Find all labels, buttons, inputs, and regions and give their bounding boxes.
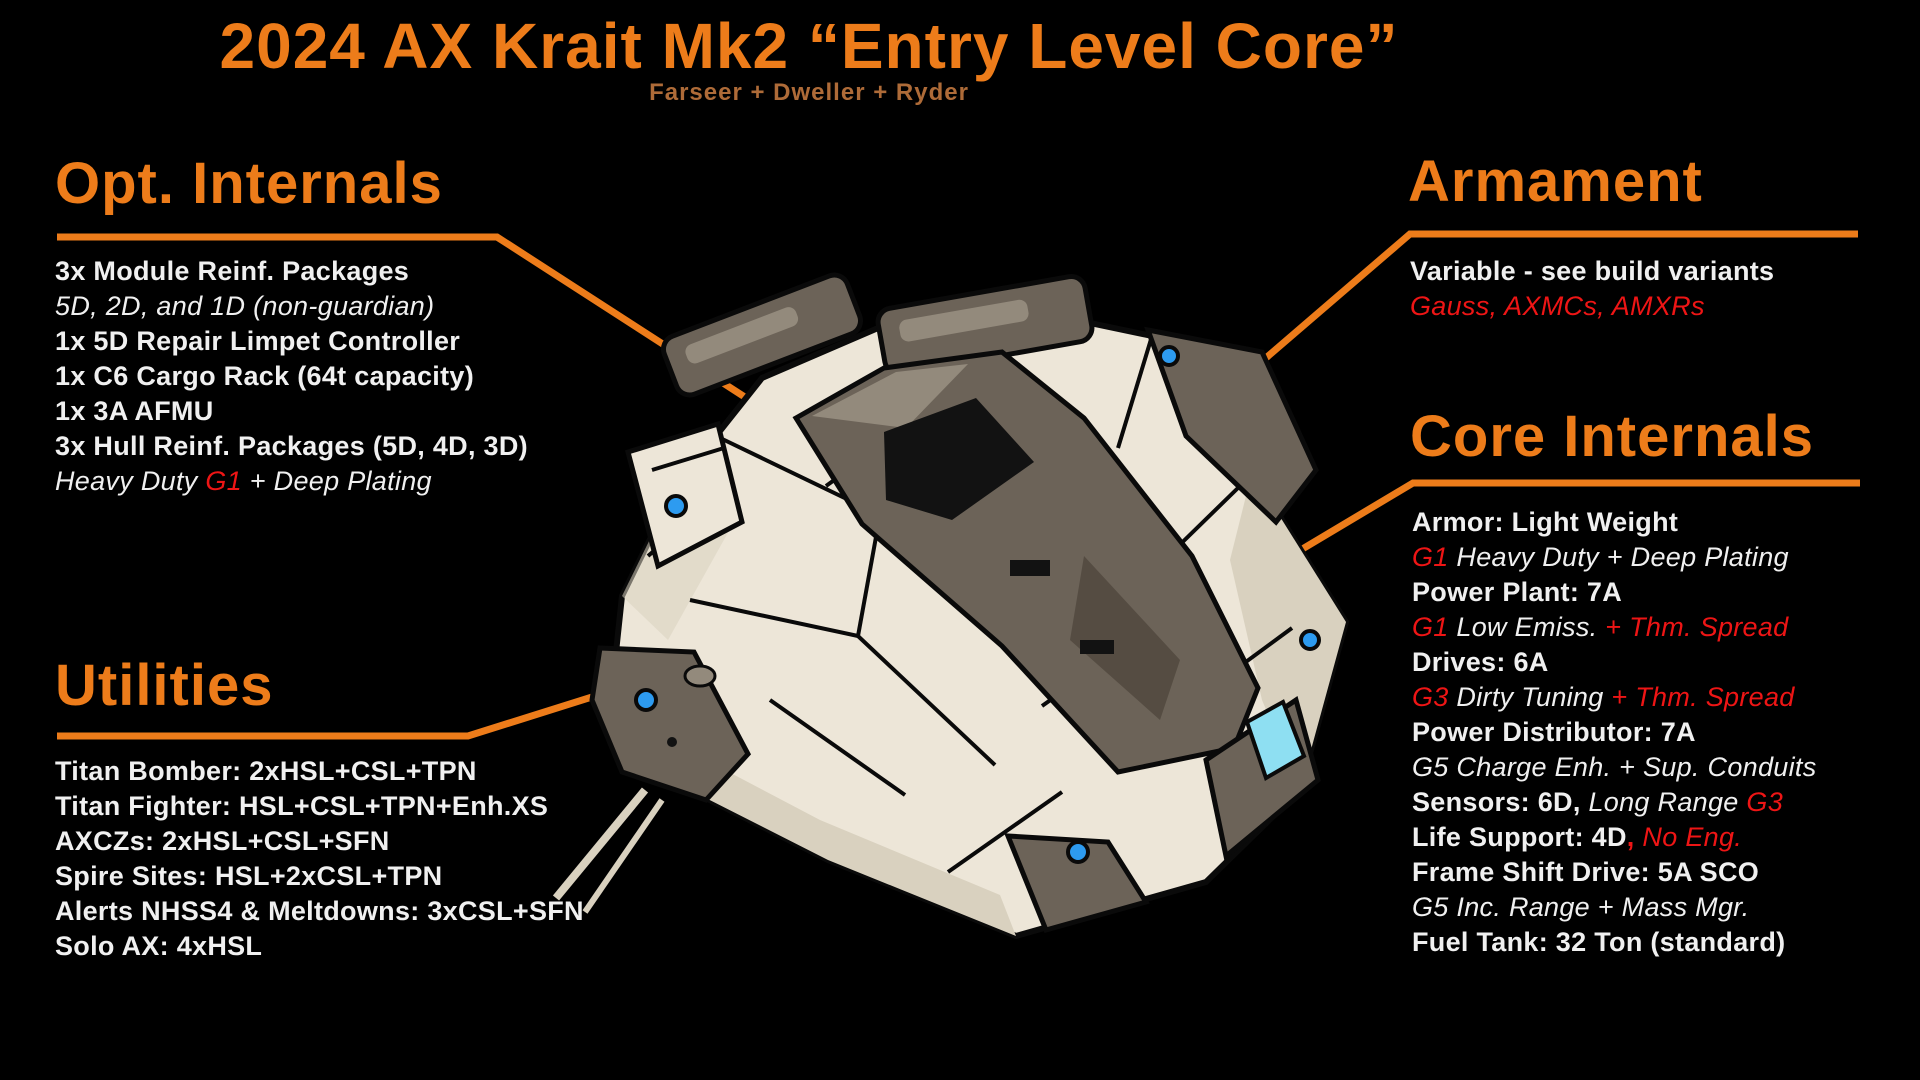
- spec-line: Power Plant: 7A: [1412, 575, 1817, 610]
- spec-line: Life Support: 4D, No Eng.: [1412, 820, 1817, 855]
- ship-cockpit: [884, 398, 1034, 520]
- spec-text: 1x C6 Cargo Rack (64t capacity): [55, 361, 474, 391]
- spec-text: G1: [1412, 542, 1449, 572]
- spec-text: G1: [1412, 612, 1449, 642]
- hull-lights: [634, 345, 1321, 864]
- title-block: 2024 AX Krait Mk2 “Entry Level Core” Far…: [0, 12, 1618, 106]
- spec-text: AXCZs: 2xHSL+CSL+SFN: [55, 826, 390, 856]
- spec-text: No Eng.: [1642, 822, 1743, 852]
- section-heading-armament: Armament: [1408, 149, 1703, 214]
- spec-line: 3x Module Reinf. Packages: [55, 254, 528, 289]
- ship-wingtip-left: [624, 420, 745, 570]
- spec-line: G1 Heavy Duty + Deep Plating: [1412, 540, 1817, 575]
- section-heading-core-internals: Core Internals: [1410, 404, 1814, 469]
- spec-text: G5 Charge Enh. + Sup. Conduits: [1412, 752, 1817, 782]
- spec-line: Heavy Duty G1 + Deep Plating: [55, 464, 528, 499]
- spec-line: 1x C6 Cargo Rack (64t capacity): [55, 359, 528, 394]
- spec-text: 1x 3A AFMU: [55, 396, 214, 426]
- spec-text: + Deep Plating: [241, 466, 432, 496]
- spec-text: Heavy Duty: [55, 466, 206, 496]
- spec-line: AXCZs: 2xHSL+CSL+SFN: [55, 824, 584, 859]
- spec-line: 1x 5D Repair Limpet Controller: [55, 324, 528, 359]
- spec-line: Sensors: 6D, Long Range G3: [1412, 785, 1817, 820]
- spec-line: Alerts NHSS4 & Meltdowns: 3xCSL+SFN: [55, 894, 584, 929]
- spec-text: Power Distributor: 7A: [1412, 717, 1696, 747]
- spec-line: Variable - see build variants: [1410, 254, 1774, 289]
- spec-line: Titan Bomber: 2xHSL+CSL+TPN: [55, 754, 584, 789]
- ship-engine-housing: [1203, 696, 1321, 861]
- section-heading-utilities: Utilities: [55, 653, 274, 718]
- spec-text: Titan Bomber: 2xHSL+CSL+TPN: [55, 756, 477, 786]
- utilities-spec-list: Titan Bomber: 2xHSL+CSL+TPN Titan Fighter…: [55, 754, 584, 964]
- ship-belly-pod: [1004, 833, 1150, 934]
- spec-text: Gauss, AXMCs, AMXRs: [1410, 291, 1705, 321]
- hull-light: [1158, 345, 1180, 367]
- hull-light: [634, 688, 658, 712]
- spec-text: Fuel Tank: 32 Ton (standard): [1412, 927, 1786, 957]
- spec-text: Alerts NHSS4 & Meltdowns: 3xCSL+SFN: [55, 896, 584, 926]
- spec-text: 3x Module Reinf. Packages: [55, 256, 410, 286]
- spec-text: Variable - see build variants: [1410, 256, 1775, 286]
- spec-text: Long Range: [1580, 787, 1747, 817]
- spec-text: ,: [1626, 822, 1643, 852]
- spec-text: 1x 5D Repair Limpet Controller: [55, 326, 461, 356]
- spec-line: 5D, 2D, and 1D (non-guardian): [55, 289, 528, 324]
- spec-text: Life Support: 4D: [1412, 822, 1627, 852]
- spec-line: Drives: 6A: [1412, 645, 1817, 680]
- ship-wingtip-right: [1144, 326, 1319, 526]
- spec-text: Armor: Light Weight: [1412, 507, 1679, 537]
- page-subtitle: Farseer + Dweller + Ryder: [649, 79, 969, 106]
- spec-text: Sensors: 6D,: [1412, 787, 1581, 817]
- spec-line: G3 Dirty Tuning + Thm. Spread: [1412, 680, 1817, 715]
- spec-line: Power Distributor: 7A: [1412, 715, 1817, 750]
- spec-line: G5 Inc. Range + Mass Mgr.: [1412, 890, 1817, 925]
- spec-line: Armor: Light Weight: [1412, 505, 1817, 540]
- hull-light: [664, 494, 688, 518]
- spec-line: G1 Low Emiss. + Thm. Spread: [1412, 610, 1817, 645]
- spec-line: Spire Sites: HSL+2xCSL+TPN: [55, 859, 584, 894]
- spec-text: Power Plant: 7A: [1412, 577, 1623, 607]
- spec-line: G5 Charge Enh. + Sup. Conduits: [1412, 750, 1817, 785]
- hull-light: [1066, 840, 1090, 864]
- spec-text: Heavy Duty + Deep Plating: [1448, 542, 1789, 572]
- spec-text: + Thm. Spread: [1605, 612, 1789, 642]
- opt-internals-spec-list: 3x Module Reinf. Packages 5D, 2D, and 1D …: [55, 254, 528, 499]
- spec-text: 3x Hull Reinf. Packages (5D, 4D, 3D): [55, 431, 528, 461]
- spec-text: G3: [1746, 787, 1784, 817]
- spec-text: Drives: 6A: [1412, 647, 1549, 677]
- hull-light: [1299, 629, 1321, 651]
- spec-text: Titan Fighter: HSL+CSL+TPN+Enh.XS: [55, 791, 549, 821]
- section-heading-opt-internals: Opt. Internals: [55, 151, 443, 216]
- spec-text: Frame Shift Drive: 5A SCO: [1412, 857, 1760, 887]
- ship-center-spine: [792, 349, 1261, 775]
- spec-text: 5D, 2D, and 1D (non-guardian): [55, 291, 435, 321]
- ship-engine-glow: [1244, 699, 1307, 781]
- ship-antenna: [552, 787, 665, 914]
- spec-text: G1: [205, 466, 242, 496]
- spec-line: Titan Fighter: HSL+CSL+TPN+Enh.XS: [55, 789, 584, 824]
- spec-line: Frame Shift Drive: 5A SCO: [1412, 855, 1817, 890]
- spec-line: Gauss, AXMCs, AMXRs: [1410, 289, 1774, 324]
- page-title: 2024 AX Krait Mk2 “Entry Level Core”: [219, 10, 1399, 82]
- spec-text: Low Emiss.: [1448, 612, 1606, 642]
- spec-line: 3x Hull Reinf. Packages (5D, 4D, 3D): [55, 429, 528, 464]
- krait-mk2-illustration: [552, 272, 1350, 940]
- spec-text: G5 Inc. Range + Mass Mgr.: [1412, 892, 1750, 922]
- spec-text: + Thm. Spread: [1611, 682, 1795, 712]
- spec-line: Solo AX: 4xHSL: [55, 929, 584, 964]
- spec-text: Dirty Tuning: [1448, 682, 1612, 712]
- spec-line: 1x 3A AFMU: [55, 394, 528, 429]
- spec-text: Solo AX: 4xHSL: [55, 931, 263, 961]
- spec-line: Fuel Tank: 32 Ton (standard): [1412, 925, 1817, 960]
- ship-nacelle-left: [660, 272, 864, 398]
- spec-text: Spire Sites: HSL+2xCSL+TPN: [55, 861, 443, 891]
- spec-text: G3: [1412, 682, 1449, 712]
- ship-nose-block: [589, 645, 752, 803]
